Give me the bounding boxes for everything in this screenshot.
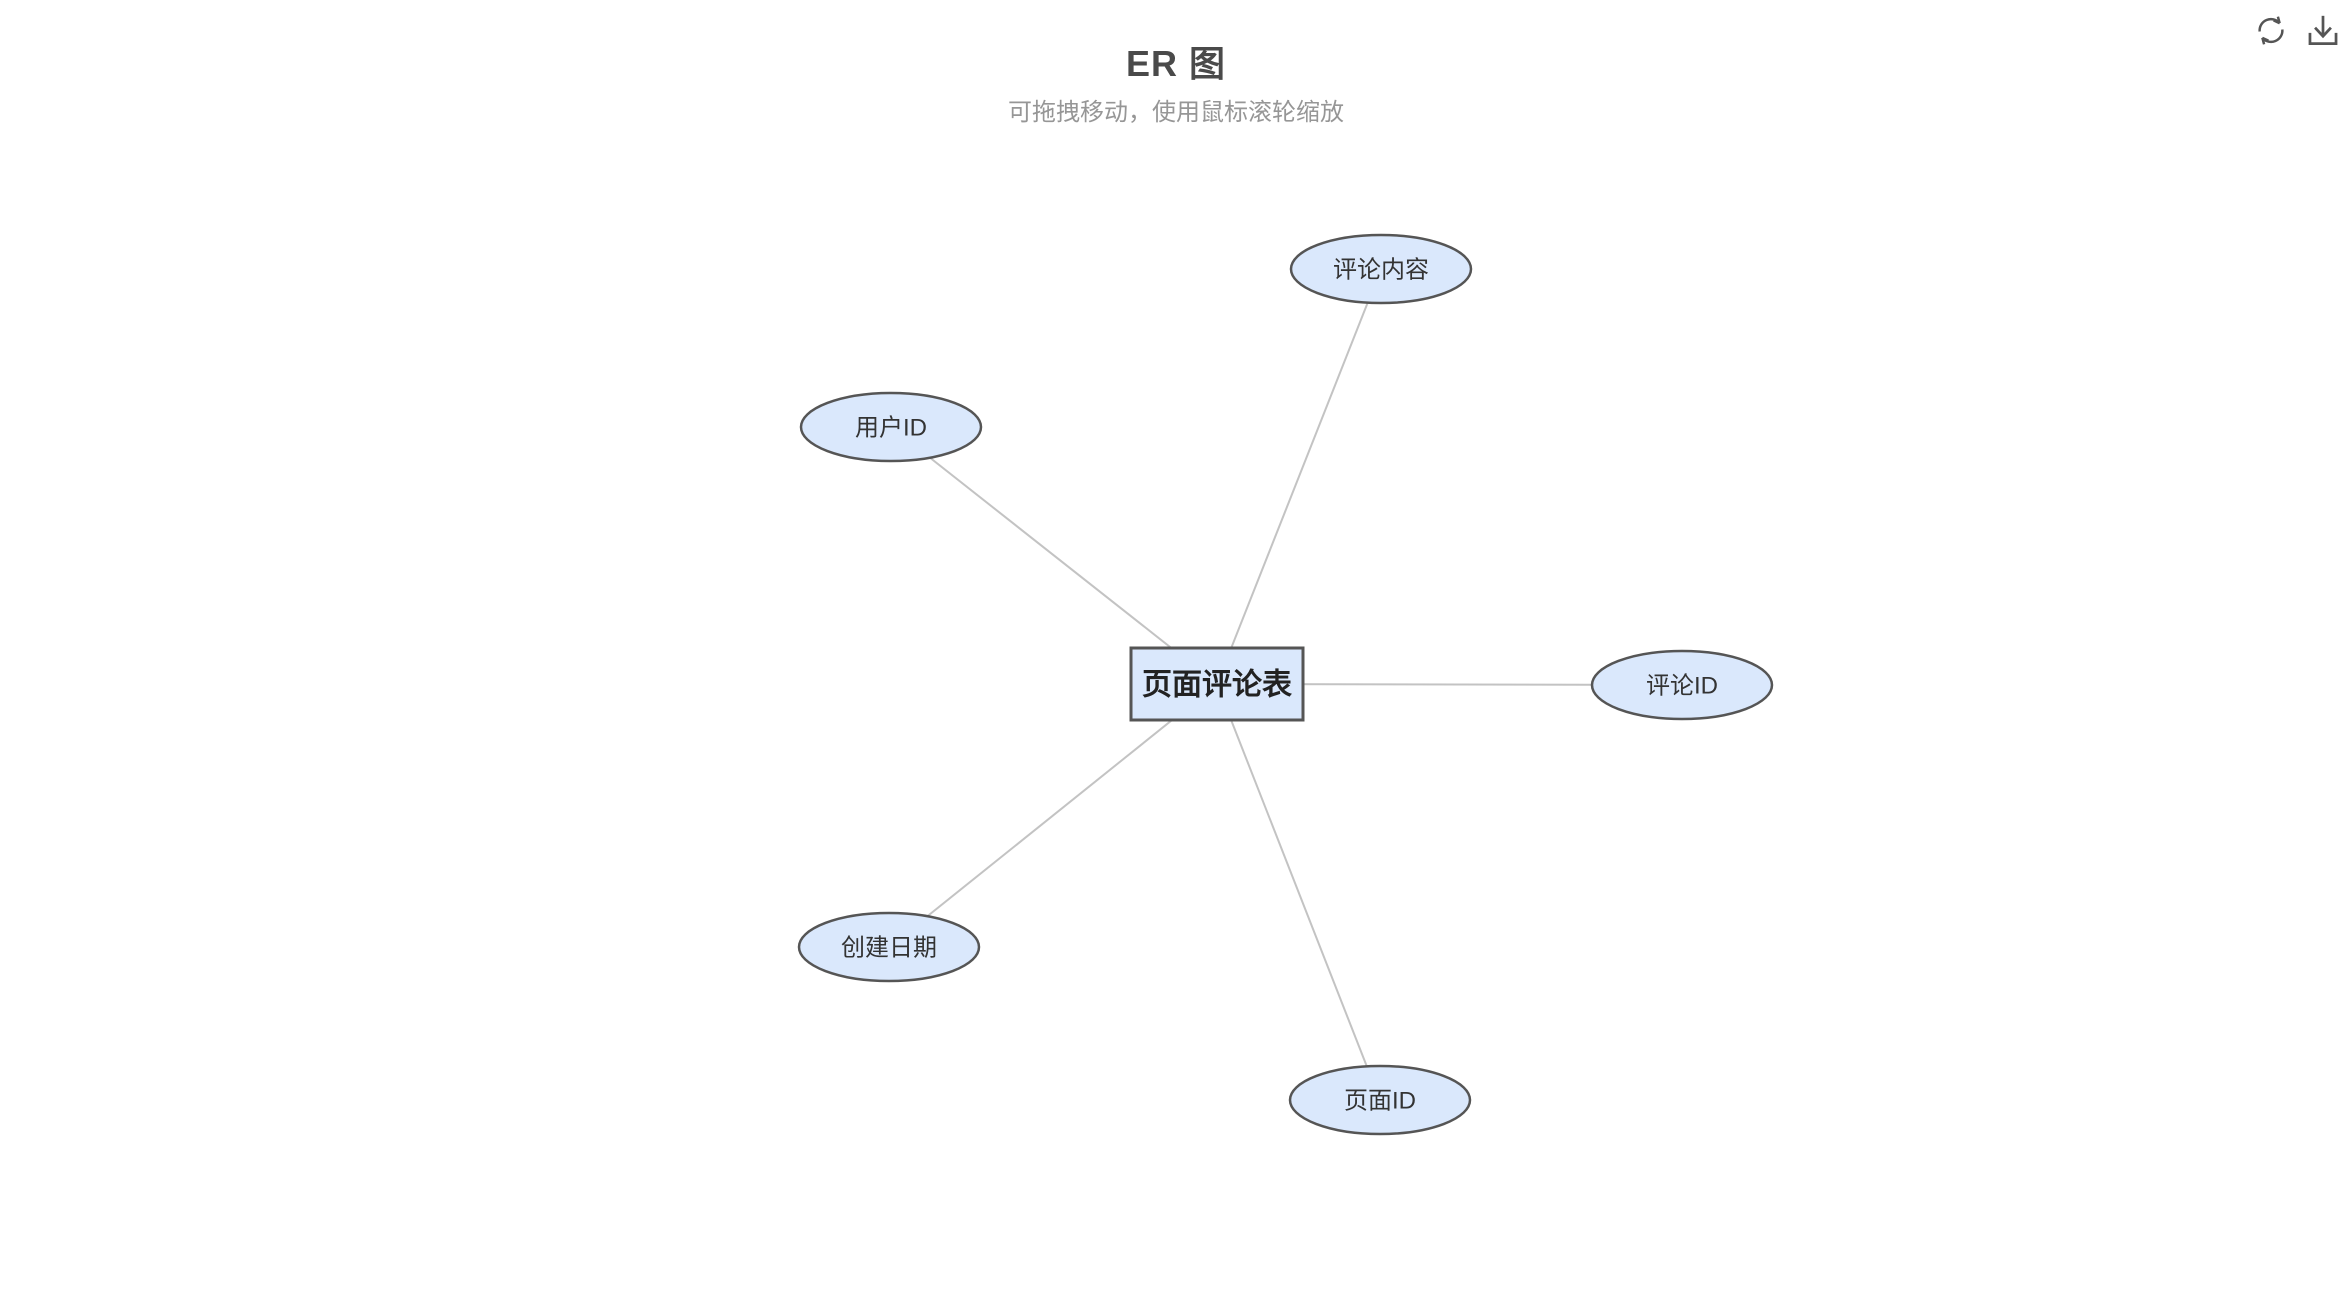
- attribute-node[interactable]: 页面ID: [1288, 1064, 1472, 1136]
- attribute-label: 用户ID: [855, 414, 927, 441]
- entity-label: 页面评论表: [1142, 669, 1292, 702]
- attribute-label: 评论ID: [1646, 672, 1718, 699]
- download-icon: [2306, 13, 2340, 47]
- toolbox: [2254, 13, 2340, 47]
- attribute-node[interactable]: 评论内容: [1289, 233, 1473, 305]
- er-edge: [1216, 683, 1381, 1101]
- attribute-label: 评论内容: [1333, 256, 1429, 283]
- attribute-node[interactable]: 创建日期: [797, 911, 981, 983]
- restore-button[interactable]: [2254, 13, 2288, 47]
- download-button[interactable]: [2306, 13, 2340, 47]
- attribute-label: 创建日期: [841, 934, 937, 961]
- attribute-node[interactable]: 用户ID: [799, 391, 983, 463]
- restore-icon: [2254, 13, 2288, 47]
- entity-node[interactable]: 页面评论表: [1129, 646, 1305, 722]
- attribute-label: 页面ID: [1344, 1087, 1416, 1114]
- er-edge: [890, 426, 1218, 685]
- attribute-node[interactable]: 评论ID: [1590, 649, 1774, 721]
- er-edge: [1216, 268, 1382, 685]
- er-edge: [888, 683, 1218, 948]
